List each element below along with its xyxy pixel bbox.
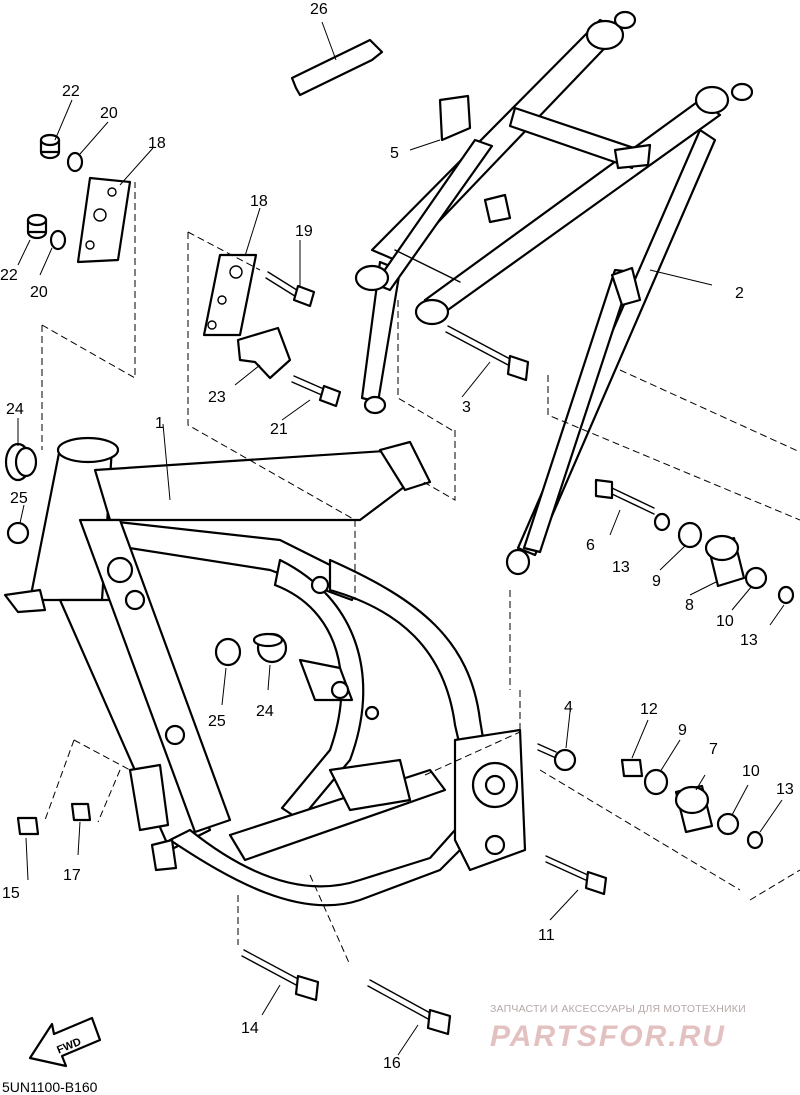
callout-22-lower: 22 [0, 267, 18, 284]
callout-14: 14 [241, 1020, 259, 1037]
part-18-plate-right [202, 253, 258, 337]
callout-8: 8 [685, 597, 694, 614]
part-9-collar-a [677, 521, 703, 549]
part-9-collar-b [643, 768, 669, 796]
callout-17: 17 [63, 867, 81, 884]
part-21-bolt [291, 375, 342, 408]
part-16-bolt [367, 979, 452, 1036]
callout-10-lower: 10 [742, 763, 760, 780]
part-5-bracket [438, 94, 472, 142]
part-11-bolt [545, 855, 608, 896]
callout-19: 19 [295, 223, 313, 240]
watermark-subtitle: ЗАПЧАСТИ И АКСЕССУАРЫ ДЛЯ МОТОТЕХНИКИ [490, 1003, 746, 1015]
rear-subframe [354, 10, 754, 576]
part-6-bolt [594, 478, 655, 515]
callout-2: 2 [735, 285, 744, 302]
callout-5: 5 [390, 145, 399, 162]
callout-6: 6 [586, 537, 595, 554]
part-13-washer-a [653, 512, 671, 532]
callout-18-right: 18 [250, 193, 268, 210]
part-19-bolt [265, 271, 316, 308]
callout-3: 3 [462, 399, 471, 416]
part-3-bolt [445, 325, 530, 382]
callout-7: 7 [709, 741, 718, 758]
callout-26: 26 [310, 1, 328, 18]
part-22-nut-lower [26, 213, 48, 240]
part-8-bushing [704, 534, 746, 588]
drawing-code: 5UN1100-B160 [2, 1079, 98, 1095]
part-24-grommet-upper [4, 442, 38, 482]
leader-lines [17, 21, 785, 1056]
part-26-clip [290, 38, 384, 97]
part-4-bolt [537, 743, 577, 772]
part-25-cap-center [214, 637, 242, 667]
callout-12: 12 [640, 701, 658, 718]
callout-labels: 26 2 3 4 5 6 7 8 9 9 10 10 11 12 13 13 1… [0, 1, 794, 1072]
part-10-spacer-a [744, 566, 768, 590]
part-20-washer-upper [66, 151, 84, 173]
watermark: ЗАПЧАСТИ И АКСЕССУАРЫ ДЛЯ МОТОТЕХНИКИ PA… [490, 1003, 746, 1053]
callout-22-upper: 22 [62, 83, 80, 100]
part-20-washer-lower [49, 229, 67, 251]
part-13-washer-c [746, 830, 764, 850]
callout-18-left: 18 [148, 135, 166, 152]
part-7-bushing [674, 784, 714, 834]
part-12-nut [620, 758, 644, 778]
callout-20-upper: 20 [100, 105, 118, 122]
callout-20-lower: 20 [30, 284, 48, 301]
callout-23: 23 [208, 389, 226, 406]
callout-13-c: 13 [776, 781, 794, 798]
part-15-nut [16, 816, 40, 836]
part-10-spacer-b [716, 812, 740, 836]
callout-24-center: 24 [256, 703, 274, 720]
part-13-washer-b [777, 585, 795, 605]
part-23-bracket [236, 326, 292, 380]
callout-9-upper: 9 [652, 573, 661, 590]
callout-13-b: 13 [740, 632, 758, 649]
callout-24-upper: 24 [6, 401, 24, 418]
callout-16: 16 [383, 1055, 401, 1072]
part-17-nut [70, 802, 92, 822]
part-24-grommet-center [252, 632, 288, 664]
callout-4: 4 [564, 699, 573, 716]
callout-25-center: 25 [208, 713, 226, 730]
part-25-cap-upper [6, 521, 30, 545]
watermark-brand: PARTSFOR.RU [490, 1020, 726, 1053]
callout-21: 21 [270, 421, 288, 438]
fwd-direction-arrow: FWD [28, 1016, 102, 1068]
part-22-nut-upper [39, 133, 61, 160]
callout-10-upper: 10 [716, 613, 734, 630]
assembly-boundaries [41, 182, 800, 966]
callout-25-upper: 25 [10, 490, 28, 507]
callout-11: 11 [538, 927, 555, 944]
callout-1: 1 [155, 415, 164, 432]
callout-13-a: 13 [612, 559, 630, 576]
callout-15: 15 [2, 885, 20, 902]
part-14-bolt [241, 949, 320, 1002]
main-frame [3, 436, 527, 907]
callout-9-lower: 9 [678, 722, 687, 739]
